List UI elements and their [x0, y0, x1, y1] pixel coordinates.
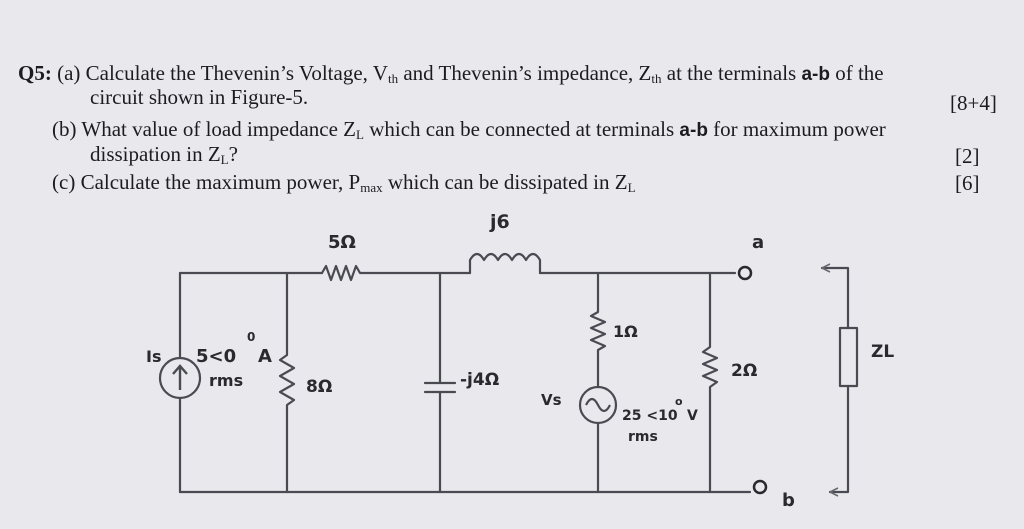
part-c-text: Calculate the maximum power, P [80, 170, 361, 194]
label-zl: ZL [871, 342, 894, 362]
label-1-ohm: 1Ω [613, 322, 638, 341]
part-b-terminals: a-b [679, 120, 708, 141]
part-c-tag: (c) [52, 170, 76, 194]
label-minus-j4: -j4Ω [460, 370, 499, 390]
part-c-text-post: which can be dissipated in Z [382, 170, 628, 194]
load-wire-bottom [828, 384, 850, 494]
label-is-rms: rms [209, 371, 243, 390]
pmax-subscript: max [360, 180, 383, 195]
label-vs-value: 25 <10 [622, 408, 678, 424]
part-b-text-end: for maximum power [707, 117, 886, 141]
zth-subscript: th [651, 71, 662, 86]
part-a-terminals: a-b [801, 64, 830, 85]
part-b-text-post: which can be connected at terminals [363, 117, 680, 141]
label-is: Is [146, 347, 161, 366]
load-arrow-bottom-icon [829, 487, 839, 497]
label-2-ohm: 2Ω [731, 361, 757, 381]
label-vs: Vs [541, 391, 562, 409]
label-is-degree: 0 [247, 330, 255, 344]
resistor-8-ohm [278, 271, 296, 494]
label-vs-unit: V [687, 408, 698, 424]
inductor-j6 [468, 252, 542, 275]
part-a-text-end: of the [829, 61, 884, 85]
part-a-tag: (a) [57, 61, 81, 85]
question-number: Q5: [18, 61, 52, 85]
label-vs-degree: o [675, 395, 683, 408]
terminal-a-node [737, 265, 753, 281]
part-c-marks: [6] [955, 171, 980, 195]
question-part-a-line1: Q5: (a) Calculate the Thevenin’s Voltage… [18, 61, 884, 91]
question-part-a-line2: circuit shown in Figure-5. [90, 85, 309, 109]
part-a-text-mid: and Thevenin’s impedance, Z [398, 61, 652, 85]
terminal-b-node [752, 479, 768, 495]
resistor-2-ohm [701, 271, 719, 494]
capacitor-minus-j4 [423, 271, 457, 494]
label-vs-rms: rms [628, 429, 658, 445]
load-impedance-box [838, 326, 859, 388]
zl-subscript-2: L [220, 152, 229, 167]
part-b-line2-text: dissipation in Z [90, 142, 221, 166]
vth-subscript: th [387, 71, 399, 86]
load-arrow-top-icon [821, 263, 831, 273]
load-wire-top [820, 266, 850, 330]
question-part-c-line: (c) Calculate the maximum power, Pmax wh… [52, 170, 636, 200]
part-a-text: Calculate the Thevenin’s Voltage, V [85, 61, 388, 85]
part-b-text: What value of load impedance Z [81, 117, 357, 141]
label-5-ohm: 5Ω [328, 232, 356, 253]
label-j6: j6 [489, 211, 510, 233]
resistor-1-ohm [589, 271, 607, 389]
zl-subscript-3: L [627, 180, 636, 195]
part-a-marks: [8+4] [950, 91, 997, 115]
label-is-unit: A [258, 346, 272, 367]
question-part-b-line2: dissipation in ZL? [90, 142, 238, 172]
part-b-tag: (b) [52, 117, 77, 141]
part-b-marks: [2] [955, 144, 980, 168]
zl-subscript: L [356, 127, 364, 142]
current-arrow-icon [172, 364, 188, 390]
sine-wave-icon [585, 397, 611, 413]
part-b-line2-end: ? [228, 142, 238, 166]
label-terminal-b: b [782, 490, 795, 511]
label-8-ohm: 8Ω [306, 377, 332, 397]
label-terminal-a: a [752, 232, 764, 253]
question-part-b-line1: (b) What value of load impedance ZL whic… [52, 117, 886, 147]
label-is-value: 5<0 [196, 346, 236, 367]
resistor-5-ohm [320, 264, 382, 282]
part-a-text-post: at the terminals [661, 61, 802, 85]
